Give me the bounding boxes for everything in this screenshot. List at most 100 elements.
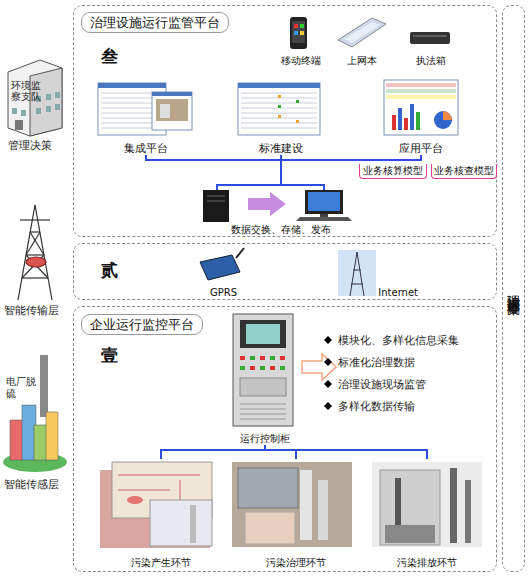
- caption: 治理设施运行标准集: [506, 284, 522, 293]
- power-plant-icon: [46, 412, 58, 460]
- standards-screenshot: [238, 83, 320, 135]
- pollution-discharge-photo: [450, 468, 457, 543]
- control-cabinet-icon: [280, 356, 285, 360]
- control-cabinet-icon: [250, 356, 255, 360]
- modem-box: GPRS: [196, 251, 251, 299]
- bullet-diamond: [324, 336, 332, 410]
- application-screenshot: [416, 112, 420, 130]
- server-icon: [248, 192, 286, 216]
- bullet-item: 多样化数据传输: [338, 400, 493, 413]
- bullet-diamond: [324, 358, 332, 366]
- standards-screenshot: [278, 115, 281, 118]
- netbook-icon: [344, 22, 380, 43]
- enforcement-box-icon: [410, 32, 450, 44]
- office-building-icon: [36, 108, 41, 114]
- layer-label: 管理决策: [8, 139, 68, 152]
- application-screenshot: [386, 95, 456, 99]
- photo-box: 污染治理环节: [231, 459, 361, 569]
- internet-tower-icon: [357, 252, 364, 296]
- bus-connector: [265, 445, 427, 459]
- server-icon: [320, 214, 328, 217]
- control-cabinet-icon: [260, 356, 265, 360]
- standards-screenshot: [278, 95, 281, 98]
- mobile-phone-icon: [294, 24, 298, 28]
- layer-label: 智能传感层: [4, 478, 74, 491]
- application-screenshot: [404, 118, 408, 130]
- bullet-diamond: [324, 402, 332, 410]
- transmission-tower-icon: [26, 232, 40, 255]
- application-screenshot: [386, 83, 456, 87]
- icon-label: 环境监察支队: [11, 80, 45, 103]
- bus-connector: [146, 155, 281, 186]
- server-icon: [207, 201, 225, 202]
- control-cabinet-icon: [250, 366, 255, 370]
- control-cabinet-icon: [233, 314, 293, 426]
- platform-panel: 治理设施运行监管平台叁移动终端上网本执法箱集成平台标准建设应用平台业务核算模型业…: [73, 5, 497, 237]
- bullet-item: 治理设施现场监管: [338, 378, 493, 391]
- standards-screenshot: [296, 120, 299, 123]
- application-screenshot: [392, 115, 396, 130]
- panel-heading: 治理设施运行监管平台: [81, 12, 229, 33]
- mobile-phone-icon: [300, 31, 304, 35]
- pollution-discharge-photo: [385, 525, 435, 543]
- caption: 数据交换、存储、发布: [231, 224, 331, 236]
- bullet-item: 模块化、多样化信息采集: [338, 334, 493, 347]
- layer-numeral: 叁: [101, 46, 118, 66]
- pollution-source-photo: [100, 462, 212, 548]
- office-building-icon: [46, 94, 51, 100]
- pollution-treatment-photo: [300, 470, 312, 540]
- mobile-phone-icon: [290, 17, 307, 49]
- caption: 上网本: [347, 55, 377, 67]
- icon-label: 电厂脱硫: [6, 376, 40, 400]
- pollution-discharge-photo: [380, 470, 440, 545]
- application-screenshot: [410, 104, 414, 130]
- application-screenshot: [443, 111, 452, 120]
- screenshot-box: 应用平台: [381, 79, 461, 155]
- standard-band: 治理设施运行标准集: [502, 5, 525, 572]
- standards-screenshot: [296, 100, 299, 103]
- office-building-icon: [8, 60, 62, 136]
- bus-connector: [265, 445, 296, 459]
- mobile-phone-icon: [292, 21, 305, 43]
- internet-tower-icon: [350, 252, 357, 296]
- pollution-source-photo: [127, 496, 143, 504]
- network-box: Internet: [336, 249, 418, 299]
- integration-screenshot: [160, 104, 170, 118]
- bus-connector: [280, 155, 282, 186]
- caption: 标准建设: [259, 142, 303, 155]
- panel-heading: 企业运行监控平台: [81, 314, 203, 335]
- integration-screenshot: [156, 99, 188, 121]
- model-tag: 业务核查模型: [431, 164, 497, 179]
- caption: 污染产生环节: [131, 557, 191, 569]
- hollow-arrow: [302, 354, 336, 380]
- server-icon: [207, 196, 225, 197]
- office-building-icon: [12, 108, 17, 114]
- transmission-tower-icon: [26, 257, 46, 267]
- control-cabinet-icon: [240, 366, 245, 370]
- enforcement-box-icon: [410, 32, 450, 44]
- transmission-tower-icon: [18, 205, 35, 300]
- pollution-discharge-photo: [372, 462, 482, 547]
- server-group: 数据交换、存储、发布: [196, 186, 366, 236]
- device-icon: 上网本: [339, 15, 385, 67]
- caption: 应用平台: [399, 142, 443, 155]
- office-building-icon: [55, 92, 60, 98]
- application-screenshot: [398, 108, 402, 130]
- pollution-treatment-photo: [238, 468, 298, 508]
- integration-screenshot: [98, 83, 166, 88]
- office-building-icon: [46, 106, 51, 112]
- power-plant-icon: [40, 355, 48, 417]
- pollution-treatment-photo: [232, 462, 352, 547]
- caption: 移动终端: [281, 55, 321, 67]
- photo-box: 污染排放环节: [366, 459, 488, 569]
- layer-numeral: 壹: [101, 345, 118, 365]
- transmission-tower-icon: [20, 219, 50, 220]
- server-icon: [217, 185, 324, 190]
- caption: Internet: [378, 287, 418, 299]
- netbook-icon: [338, 18, 386, 47]
- application-screenshot: [434, 111, 452, 129]
- standards-screenshot: [278, 105, 281, 108]
- screenshot-box: 集成平台: [96, 81, 196, 155]
